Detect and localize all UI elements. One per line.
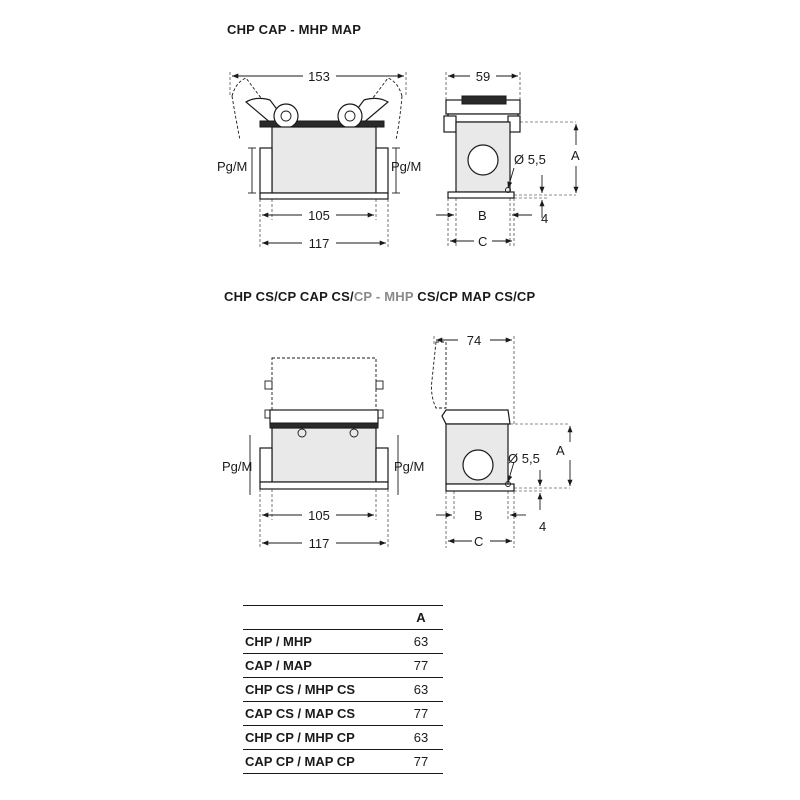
front-view-2	[249, 357, 399, 548]
table-cell-model: CHP / MHP	[243, 629, 399, 654]
table-cell-value: 63	[399, 677, 443, 702]
table-header-cell: A	[399, 605, 443, 630]
table-cell-model: CAP CS / MAP CS	[243, 701, 399, 726]
dim-74: 74	[467, 333, 481, 348]
dim-117-1: 117	[309, 236, 330, 251]
side-view-1	[436, 72, 579, 248]
table-row: CHP / MHP 63	[243, 629, 443, 654]
table-row: CHP CP / MHP CP 63	[243, 725, 443, 750]
table-row: CAP CP / MAP CP 77	[243, 749, 443, 774]
table-cell-value: 63	[399, 725, 443, 750]
dim-153: 153	[308, 69, 330, 84]
dim-105-1: 105	[308, 208, 330, 223]
table-cell-model: CAP CP / MAP CP	[243, 749, 399, 774]
table-row: CAP / MAP 77	[243, 653, 443, 678]
dimension-table: A CHP / MHP 63 CAP / MAP 77 CHP CS / MHP…	[243, 605, 443, 774]
dim-hole-2: Ø 5,5	[508, 451, 540, 466]
section2-title-part-1: CHP CS/CP CAP CS/	[224, 289, 354, 304]
dim-b-1: B	[478, 208, 487, 223]
dim-c-2: C	[474, 534, 483, 549]
dim-4-1: 4	[541, 211, 548, 226]
table-cell-model: CAP / MAP	[243, 653, 399, 678]
table-row: CHP CS / MHP CS 63	[243, 677, 443, 702]
table-cell-model: CHP CP / MHP CP	[243, 725, 399, 750]
table-cell-value: 77	[399, 749, 443, 774]
section2-title-part-4: CS/CP MAP CS/CP	[413, 289, 536, 304]
table-header-cell	[243, 605, 399, 630]
dim-4-2: 4	[539, 519, 546, 534]
housing-1	[271, 126, 377, 194]
front-view-1	[229, 72, 407, 248]
side-view-2	[431, 336, 573, 548]
table-cell-value: 77	[399, 701, 443, 726]
dim-59: 59	[476, 69, 490, 84]
dim-c-1: C	[478, 234, 487, 249]
dim-pgm-left-1: Pg/M	[217, 159, 247, 174]
dim-a-2: A	[556, 443, 565, 458]
dim-105-2: 105	[308, 508, 330, 523]
section2-title: CHP CS/CP CAP CS/CP - MHP CS/CP MAP CS/C…	[224, 289, 535, 304]
table-cell-model: CHP CS / MHP CS	[243, 677, 399, 702]
table-header-row: A	[243, 605, 443, 630]
table-cell-value: 63	[399, 629, 443, 654]
dim-pgm-right-2: Pg/M	[394, 459, 424, 474]
dim-hole-1: Ø 5,5	[514, 152, 546, 167]
dim-pgm-left-2: Pg/M	[222, 459, 252, 474]
dim-b-2: B	[474, 508, 483, 523]
section1-title: CHP CAP - MHP MAP	[227, 22, 362, 37]
dim-a-1: A	[571, 148, 580, 163]
table-cell-value: 77	[399, 653, 443, 678]
section2-title-part-2: CP	[353, 289, 373, 304]
dim-pgm-right-1: Pg/M	[391, 159, 421, 174]
section2-title-part-3: - MHP	[372, 289, 414, 304]
table-row: CAP CS / MAP CS 77	[243, 701, 443, 726]
dim-117-2: 117	[309, 536, 330, 551]
